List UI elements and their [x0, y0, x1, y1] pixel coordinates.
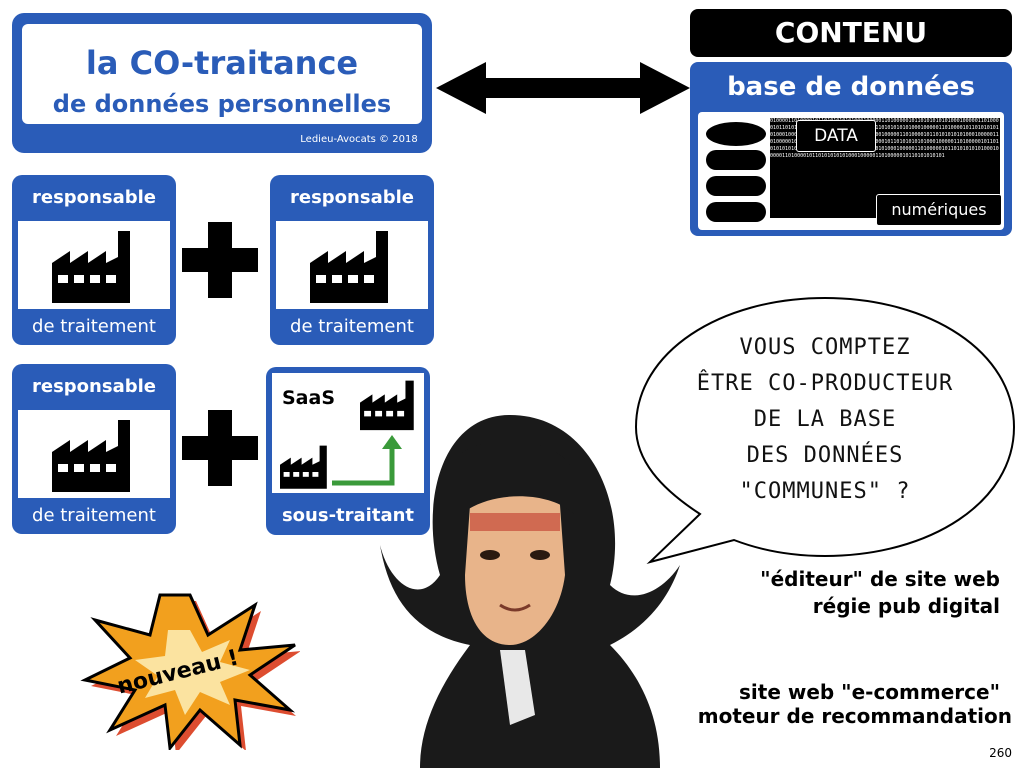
card-responsable-3: responsable de traitement: [12, 364, 176, 534]
caption-regie: régie pub digital: [812, 594, 1000, 618]
card-head: responsable: [290, 187, 414, 208]
card-responsable-1: responsable de traitement: [12, 175, 176, 345]
caption-editeur: "éditeur" de site web: [760, 567, 1000, 591]
database-label: base de données: [727, 72, 975, 102]
card-head: responsable: [32, 187, 156, 208]
title-line-1: la CO-traitance: [85, 44, 359, 82]
credit-label: Ledieu-Avocats © 2018: [290, 130, 428, 150]
contenu-header: CONTENU: [690, 9, 1012, 57]
card-icon-panel: [276, 221, 428, 309]
double-arrow-icon: [436, 62, 690, 114]
factory-icon: [52, 420, 130, 492]
plus-icon: [182, 222, 258, 298]
plus-icon: [182, 410, 258, 486]
title-line-2: de données personnelles: [52, 90, 392, 118]
bubble-line: VOUS COMPTEZ: [739, 335, 911, 360]
bubble-line: ÊTRE CO-PRODUCTEUR: [696, 371, 954, 396]
card-icon-panel: [18, 410, 170, 498]
factory-icon: [280, 445, 327, 489]
bubble-line: "COMMUNES" ?: [739, 479, 911, 504]
factory-icon: [360, 380, 414, 431]
database-icon: [706, 122, 766, 222]
data-tag: DATA: [796, 120, 876, 152]
title-panel: la CO-traitance de données personnelles: [22, 24, 422, 124]
bubble-text: VOUS COMPTEZ ÊTRE CO-PRODUCTEUR DE LA BA…: [660, 330, 990, 510]
card-head: responsable: [32, 376, 156, 397]
card-foot: de traitement: [32, 505, 156, 526]
starburst-icon: [80, 593, 300, 750]
speech-bubble: [634, 296, 1016, 564]
card-foot: sous-traitant: [281, 505, 415, 526]
avocate-illustration: [380, 415, 680, 768]
page-number: 260: [989, 746, 1012, 760]
up-arrow-icon: [332, 435, 402, 486]
card-foot: de traitement: [290, 316, 414, 337]
card-sous-traitant: SaaS sous-traitant: [266, 367, 430, 535]
numeriques-tag: numériques: [876, 194, 1002, 226]
card-responsable-2: responsable de traitement: [270, 175, 434, 345]
saas-label: SaaS: [282, 387, 336, 409]
card-icon-panel: [18, 221, 170, 309]
caption-ecommerce: site web "e-commerce": [739, 680, 1000, 704]
bubble-line: DE LA BASE: [753, 407, 897, 432]
bubble-line: DES DONNÉES: [746, 443, 904, 468]
factory-icon: [310, 231, 388, 303]
caption-recommandation: moteur de recommandation: [697, 704, 1012, 728]
saas-panel: SaaS: [272, 373, 424, 493]
card-foot: de traitement: [32, 316, 156, 337]
factory-icon: [52, 231, 130, 303]
